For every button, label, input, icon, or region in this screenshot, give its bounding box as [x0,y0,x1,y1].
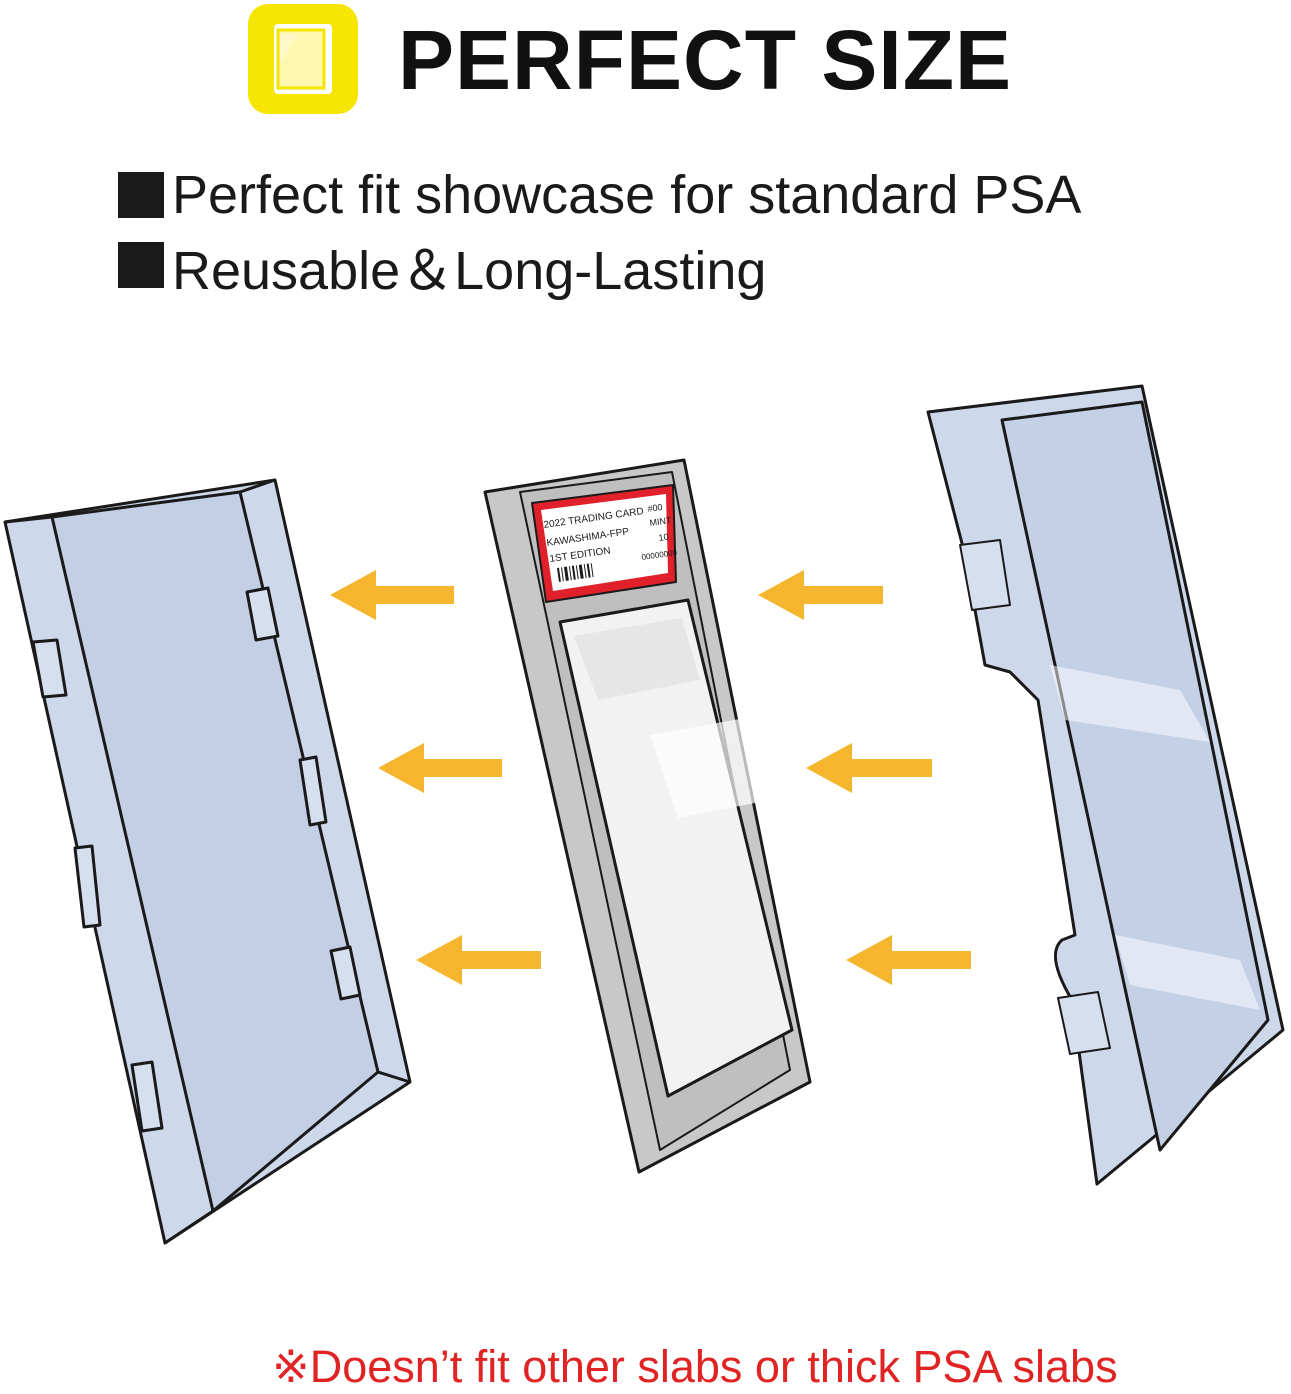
assembly-illustration: 2022 TRADING CARD #00 KAWASHIMA-FPP MINT… [3,384,1285,1245]
feature-bullet-2: Reusable＆Long-Lasting [118,230,766,301]
feature-text: Perfect fit showcase for standard PSA [172,165,1082,225]
left-arrow-icon [416,935,541,985]
card-sleeve-icon [248,4,358,114]
right-case-cover [926,384,1285,1186]
arrows [330,570,971,985]
left-arrow-icon [758,570,883,620]
label-line-2-right: MINT [649,515,673,528]
left-arrow-icon [330,570,454,620]
psa-slab [483,458,812,1174]
feature-text: Reusable＆Long-Lasting [172,240,767,301]
label-line-3-right: 10 [658,532,669,543]
compatibility-note: ※Doesn’t fit other slabs or thick PSA sl… [272,1341,1118,1392]
page-title: PERFECT SIZE [398,13,1013,107]
left-arrow-icon [846,935,971,985]
feature-bullet-1: Perfect fit showcase for standard PSA [118,160,1081,230]
square-bullet-icon [118,242,164,288]
label-line-1-right: #00 [647,502,663,514]
left-arrow-icon [378,743,502,793]
square-bullet-icon [118,172,164,218]
barcode-icon [557,563,594,582]
left-arrow-icon [806,743,932,793]
left-case-shell [3,478,412,1245]
